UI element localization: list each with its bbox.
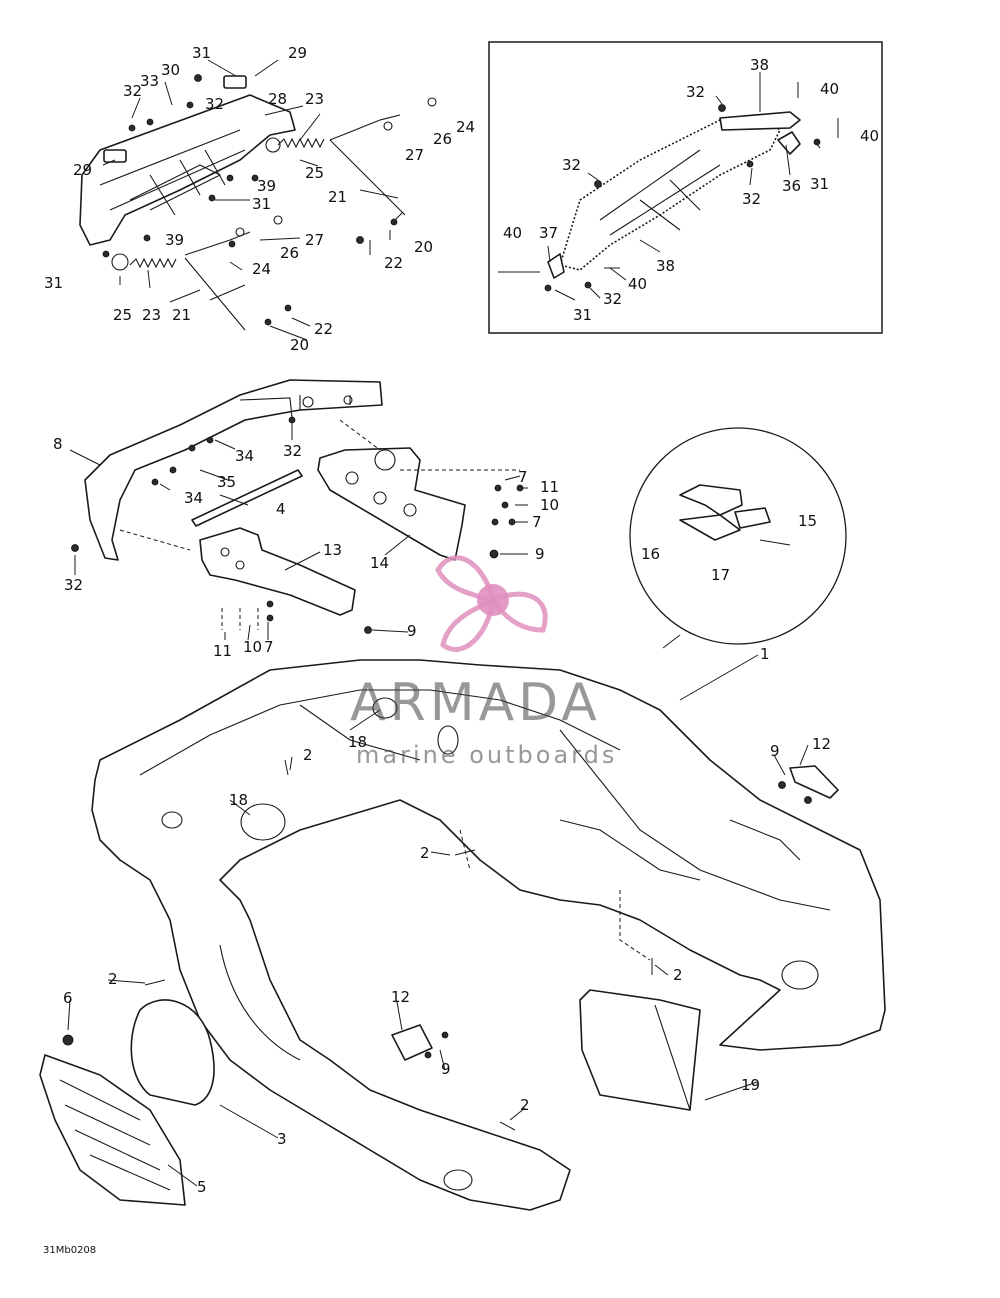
figure-code: 31Mb0208 <box>43 1245 96 1256</box>
part-label: 40 <box>628 275 647 293</box>
part-label: 32 <box>123 82 142 100</box>
mount-pad-icon <box>103 149 127 163</box>
mount-pad-icon <box>223 75 247 89</box>
part-label: 2 <box>303 746 313 764</box>
upper-frame-assembly <box>79 74 437 331</box>
part-label: 21 <box>328 188 347 206</box>
part-label: 7 <box>518 468 528 486</box>
part-label: 34 <box>235 447 254 465</box>
part-label: 9 <box>407 622 417 640</box>
part-label: 5 <box>197 1178 207 1196</box>
part-label: 22 <box>314 320 333 338</box>
part-label: 2 <box>420 844 430 862</box>
part-label: 39 <box>257 177 276 195</box>
part-label: 16 <box>641 545 660 563</box>
part-label: 19 <box>741 1076 760 1094</box>
part-label: 26 <box>280 244 299 262</box>
part-label: 21 <box>172 306 191 324</box>
part-label: 23 <box>142 306 161 324</box>
watermark-tagline: marine outboards <box>356 741 617 769</box>
part-label: 10 <box>243 638 262 656</box>
part-label: 4 <box>276 500 286 518</box>
part-label: 31 <box>44 274 63 292</box>
part-label: 6 <box>63 989 73 1007</box>
part-label: 12 <box>391 988 410 1006</box>
propeller-blade-icon <box>435 555 497 604</box>
part-label: 17 <box>711 566 730 584</box>
part-label: 37 <box>539 224 558 242</box>
part-label: 40 <box>503 224 522 242</box>
part-label: 38 <box>750 56 769 74</box>
part-label: 24 <box>252 260 271 278</box>
part-label: 33 <box>140 72 159 90</box>
part-label: 25 <box>113 306 132 324</box>
part-label: 32 <box>64 576 83 594</box>
part-label: 2 <box>673 966 683 984</box>
part-label: 31 <box>573 306 592 324</box>
part-label: 29 <box>288 44 307 62</box>
main-body-assembly <box>39 659 886 1211</box>
part-label: 2 <box>520 1096 530 1114</box>
part-labels: 31 29 33 30 32 32 28 23 24 26 27 25 29 3… <box>43 44 879 1256</box>
detail-circle <box>629 427 847 649</box>
part-label: 3 <box>277 1130 287 1148</box>
part-label: 11 <box>540 478 559 496</box>
part-label: 32 <box>742 190 761 208</box>
part-label: 32 <box>686 83 705 101</box>
part-label: 23 <box>305 90 324 108</box>
part-label: 15 <box>798 512 817 530</box>
propeller-hub-icon <box>477 584 509 616</box>
part-label: 36 <box>782 177 801 195</box>
part-label: 35 <box>217 473 236 491</box>
part-label: 38 <box>656 257 675 275</box>
propeller-blade-icon <box>440 595 497 652</box>
part-label: 27 <box>305 231 324 249</box>
part-label: 28 <box>268 90 287 108</box>
part-label: 34 <box>184 489 203 507</box>
part-label: 25 <box>305 164 324 182</box>
part-label: 11 <box>213 642 232 660</box>
part-label: 31 <box>252 195 271 213</box>
part-label: 32 <box>283 442 302 460</box>
watermark-brand: ARMADA <box>350 673 601 733</box>
part-label: 13 <box>323 541 342 559</box>
part-label: 39 <box>165 231 184 249</box>
part-label: 32 <box>603 290 622 308</box>
part-label: 12 <box>812 735 831 753</box>
part-label: 32 <box>562 156 581 174</box>
part-label: 32 <box>205 95 224 113</box>
part-label: 20 <box>414 238 433 256</box>
inset-frame-view <box>488 41 883 334</box>
part-label: 10 <box>540 496 559 514</box>
part-label: 1 <box>760 645 770 663</box>
part-label: 30 <box>161 61 180 79</box>
armada-watermark: ARMADA marine outboards <box>350 555 617 769</box>
spring-icon <box>129 257 177 269</box>
part-label: 31 <box>192 44 211 62</box>
propeller-blade-icon <box>489 591 548 633</box>
part-label: 26 <box>433 130 452 148</box>
part-label: 7 <box>264 638 274 656</box>
part-label: 40 <box>820 80 839 98</box>
part-label: 20 <box>290 336 309 354</box>
part-label: 22 <box>384 254 403 272</box>
part-label: 27 <box>405 146 424 164</box>
part-label: 2 <box>108 970 118 988</box>
part-label: 9 <box>441 1060 451 1078</box>
part-label: 8 <box>53 435 63 453</box>
part-label: 18 <box>229 791 248 809</box>
spring-icon <box>277 137 325 149</box>
part-label: 9 <box>770 742 780 760</box>
part-label: 40 <box>860 127 879 145</box>
leader-lines <box>67 59 821 1187</box>
part-label: 24 <box>456 118 475 136</box>
mid-frame-parts <box>71 379 524 634</box>
part-label: 7 <box>532 513 542 531</box>
part-label: 9 <box>535 545 545 563</box>
part-label: 18 <box>348 733 367 751</box>
part-label: 31 <box>810 175 829 193</box>
part-label: 14 <box>370 554 389 572</box>
part-label: 29 <box>73 161 92 179</box>
